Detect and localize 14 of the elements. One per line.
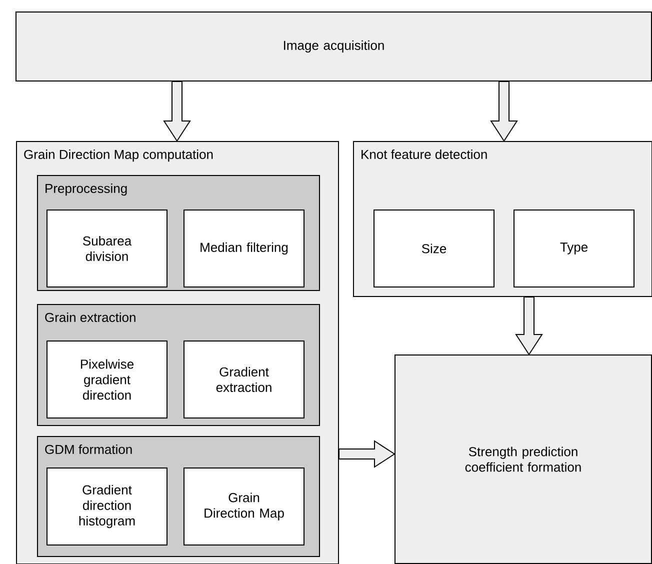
- block-arrow: [490, 81, 518, 142]
- process-box: Gradient direction histogram: [46, 468, 168, 546]
- process-box: Grain Direction Map: [184, 468, 304, 546]
- process-box: Median filtering: [184, 210, 304, 288]
- process-box: Gradient extraction: [184, 340, 304, 418]
- process-box: Subarea division: [46, 210, 168, 288]
- process-box: Size: [374, 210, 494, 288]
- process-box: Image acquisition: [16, 12, 652, 82]
- process-box: Strength prediction coefficient formation: [394, 354, 652, 564]
- process-box: Type: [514, 210, 635, 288]
- block-arrow: [163, 81, 191, 142]
- process-box: Pixelwise gradient direction: [46, 340, 168, 418]
- block-arrow: [515, 296, 543, 356]
- block-arrow: [338, 440, 396, 468]
